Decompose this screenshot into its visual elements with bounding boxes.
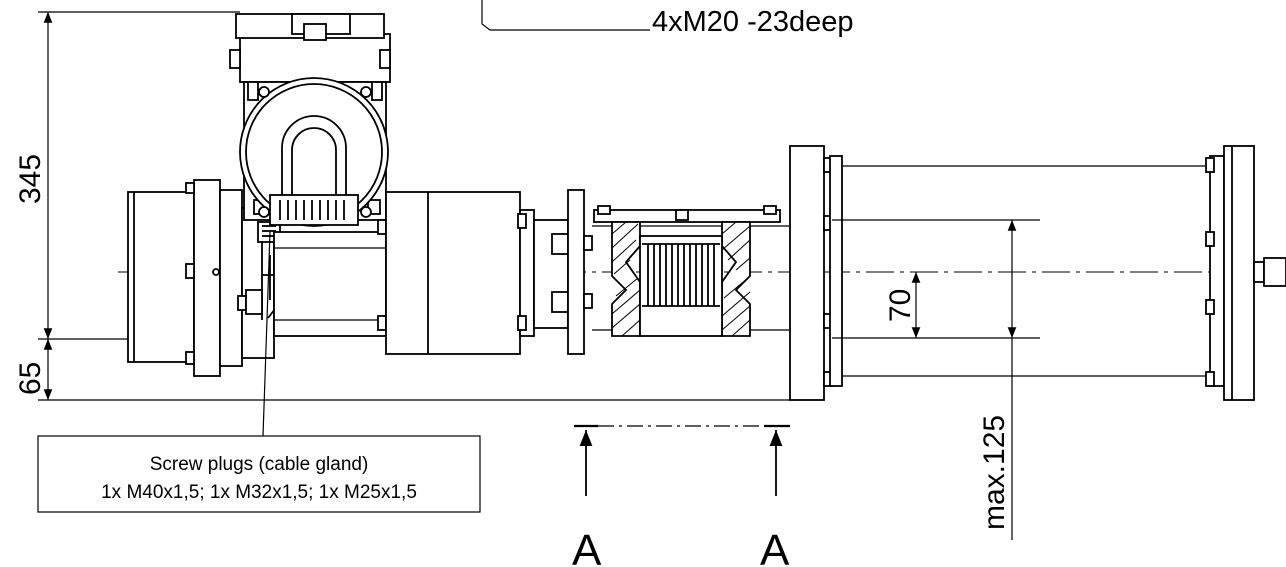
dimension-65-label: 65 bbox=[14, 362, 47, 395]
dimension-70-label: 70 bbox=[884, 289, 917, 322]
section-marker: A A bbox=[572, 424, 790, 567]
dimension-70: 70 bbox=[884, 272, 921, 338]
dimension-345-label: 345 bbox=[14, 154, 47, 204]
screw-plug-note: Screw plugs (cable gland) 1x M40x1,5; 1x… bbox=[37, 231, 481, 513]
hole-callout: 4xM20 -23deep bbox=[481, 0, 854, 38]
hole-callout-text: 4xM20 -23deep bbox=[652, 6, 854, 38]
right-frame bbox=[789, 145, 1286, 401]
dimension-max125: max.125 bbox=[978, 220, 1017, 540]
dimension-max125-label: max.125 bbox=[978, 415, 1011, 530]
junction-box bbox=[229, 13, 391, 227]
section-label-right: A bbox=[760, 526, 790, 567]
bellow-section bbox=[592, 205, 790, 337]
note-line-2: 1x M40x1,5; 1x M32x1,5; 1x M25x1,5 bbox=[101, 482, 417, 503]
note-line-1: Screw plugs (cable gland) bbox=[150, 454, 369, 475]
section-label-left: A bbox=[572, 526, 602, 567]
motor-housing bbox=[127, 179, 283, 377]
pump-body bbox=[273, 189, 593, 355]
dimension-height: 345 65 bbox=[14, 11, 790, 401]
